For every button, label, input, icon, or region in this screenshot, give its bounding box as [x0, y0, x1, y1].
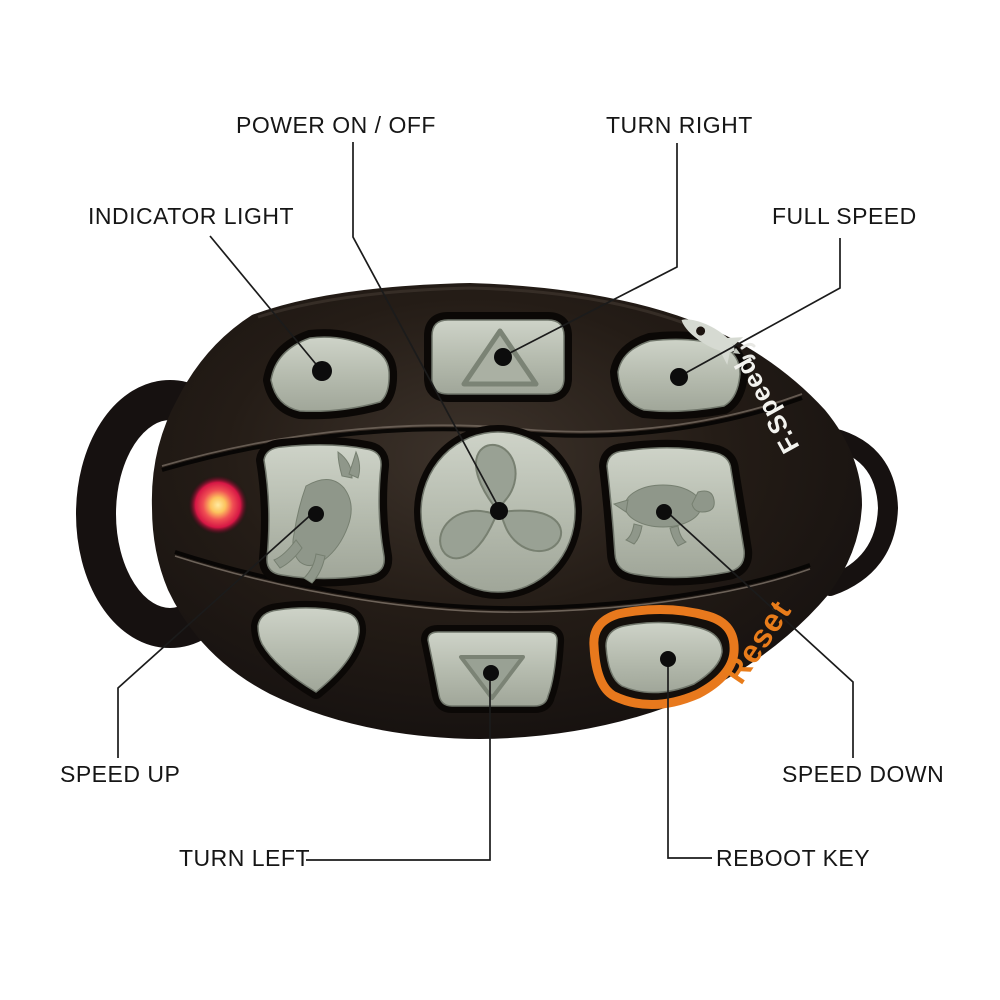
button-blank[interactable] — [251, 600, 367, 699]
indicator-led — [188, 475, 248, 535]
label-speed-down: SPEED DOWN — [782, 761, 945, 787]
button-speed-up[interactable] — [256, 436, 393, 587]
callout-endpoint-dots — [308, 348, 688, 681]
callout-line-turn-right — [505, 143, 678, 356]
fan-icon — [439, 444, 563, 560]
label-speed-up: SPEED UP — [60, 761, 181, 787]
callout-line-indicator — [209, 235, 321, 370]
button-speed-down[interactable] — [599, 439, 753, 586]
callout-line-full-speed — [681, 238, 841, 376]
label-turn-right: TURN RIGHT — [606, 112, 753, 138]
rocket-exhaust-marks — [740, 342, 756, 360]
label-full-speed: FULL SPEED — [772, 203, 917, 229]
callout-line-reboot — [667, 660, 712, 859]
callout-line-speed-down — [665, 510, 854, 758]
hare-icon — [273, 450, 361, 584]
label-indicator-light: INDICATOR LIGHT — [88, 203, 294, 229]
callout-line-turn-left — [306, 673, 491, 861]
callout-line-power — [352, 142, 500, 509]
label-power-on-off: POWER ON / OFF — [236, 112, 436, 138]
callout-line-speed-up — [117, 511, 315, 758]
callout-lines — [117, 142, 854, 861]
body-top-highlight — [257, 286, 685, 325]
label-reboot-key: REBOOT KEY — [716, 845, 871, 871]
side-hook — [814, 426, 899, 596]
label-turn-left: TURN LEFT — [179, 845, 310, 871]
